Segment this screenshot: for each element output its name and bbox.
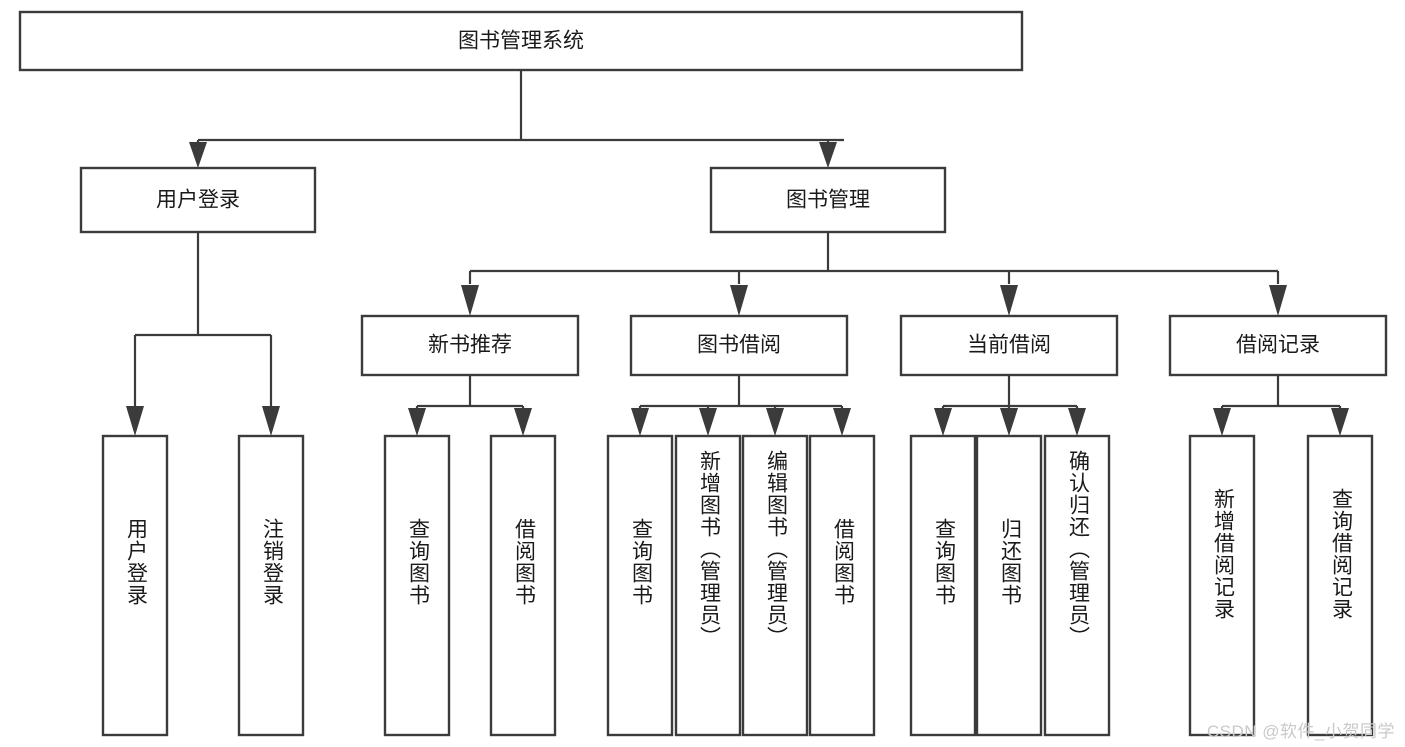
node-leaf-add-book-label: 新增图书（管理员） xyxy=(697,450,721,648)
node-leaf-query-book-3-box[interactable] xyxy=(909,434,977,737)
arrow-to-leaf-confirm-return xyxy=(1068,408,1086,436)
node-book-management-label: 图书管理 xyxy=(786,189,870,212)
arrow-to-book-borrow xyxy=(730,285,748,316)
node-leaf-query-book-1[interactable]: 查询图书 xyxy=(383,434,451,737)
node-borrow-record[interactable]: 借阅记录 xyxy=(1168,314,1388,377)
edge-layer xyxy=(126,70,1349,436)
arrow-to-leaf-query-book-1 xyxy=(408,408,426,436)
arrow-to-new-book-rec xyxy=(461,285,479,316)
node-leaf-query-record-label: 查询借阅记录 xyxy=(1329,488,1353,620)
node-new-book-recommend-label: 新书推荐 xyxy=(428,334,512,357)
arrow-to-leaf-borrow-book-2 xyxy=(833,408,851,436)
node-leaf-add-record[interactable]: 新增借阅记录 xyxy=(1188,434,1256,737)
node-leaf-edit-book[interactable]: 编辑图书（管理员） xyxy=(741,434,809,737)
node-leaf-borrow-book-1-label: 借阅图书 xyxy=(512,518,536,606)
node-leaf-return-book-box[interactable] xyxy=(975,434,1043,737)
node-current-borrow-box[interactable] xyxy=(899,314,1119,377)
node-borrow-record-label: 借阅记录 xyxy=(1236,334,1320,357)
node-leaf-edit-book-label: 编辑图书（管理员） xyxy=(764,450,788,648)
arrow-to-leaf-query-record xyxy=(1331,408,1349,436)
arrow-to-leaf-add-book xyxy=(699,408,717,436)
node-user-login-box[interactable] xyxy=(79,166,317,234)
node-leaf-user-login-box[interactable] xyxy=(101,434,169,737)
arrow-to-leaf-add-record xyxy=(1213,408,1231,436)
node-leaf-query-book-2-box[interactable] xyxy=(606,434,674,737)
node-leaf-logout-label: 注销登录 xyxy=(260,518,284,606)
node-book-borrow-box[interactable] xyxy=(629,314,849,377)
node-leaf-confirm-return-label: 确认归还（管理员） xyxy=(1066,450,1090,648)
node-leaf-borrow-book-2-box[interactable] xyxy=(808,434,876,737)
node-leaf-add-book[interactable]: 新增图书（管理员） xyxy=(674,434,742,737)
node-book-management-box[interactable] xyxy=(709,166,947,234)
node-leaf-query-book-3-label: 查询图书 xyxy=(932,518,956,606)
node-root-label: 图书管理系统 xyxy=(458,30,584,53)
node-leaf-query-book-1-label: 查询图书 xyxy=(406,518,430,606)
node-leaf-query-record-box[interactable] xyxy=(1306,434,1374,737)
edge-bookborrow-bus xyxy=(638,375,844,414)
node-leaf-user-login-label: 用户登录 xyxy=(124,518,148,606)
node-leaf-add-record-label: 新增借阅记录 xyxy=(1211,488,1235,620)
node-book-borrow-label: 图书借阅 xyxy=(697,334,781,357)
edge-bookmgmt-bus xyxy=(468,232,1280,284)
arrow-to-leaf-logout xyxy=(262,406,280,436)
arrow-to-current-borrow xyxy=(1000,285,1018,316)
node-root-box[interactable] xyxy=(18,10,1024,72)
arrow-root-to-user-login xyxy=(189,142,207,168)
node-leaf-logout-box[interactable] xyxy=(237,434,305,737)
arrow-to-leaf-query-book-2 xyxy=(631,408,649,436)
node-leaf-logout[interactable]: 注销登录 xyxy=(237,434,305,737)
arrow-to-leaf-return-book xyxy=(1000,408,1018,436)
arrow-to-borrow-record xyxy=(1269,285,1287,316)
node-borrow-record-box[interactable] xyxy=(1168,314,1388,377)
node-current-borrow-label: 当前借阅 xyxy=(967,334,1051,357)
edge-newbook-bus xyxy=(415,375,525,414)
node-leaf-return-book-label: 归还图书 xyxy=(998,518,1022,606)
edge-borrowrecord-bus xyxy=(1220,375,1342,414)
node-leaf-return-book[interactable]: 归还图书 xyxy=(975,434,1043,737)
arrow-to-leaf-query-book-3 xyxy=(934,408,952,436)
node-current-borrow[interactable]: 当前借阅 xyxy=(899,314,1119,377)
node-layer: 图书管理系统 用户登录 图书管理 新书推荐 图书借阅 xyxy=(18,10,1388,737)
edge-root-bus xyxy=(196,70,844,152)
node-leaf-borrow-book-2[interactable]: 借阅图书 xyxy=(808,434,876,737)
node-leaf-query-record[interactable]: 查询借阅记录 xyxy=(1306,434,1374,737)
node-leaf-query-book-1-box[interactable] xyxy=(383,434,451,737)
node-leaf-query-book-2[interactable]: 查询图书 xyxy=(606,434,674,737)
node-leaf-query-book-3[interactable]: 查询图书 xyxy=(909,434,977,737)
node-leaf-confirm-return[interactable]: 确认归还（管理员） xyxy=(1043,434,1111,737)
node-book-borrow[interactable]: 图书借阅 xyxy=(629,314,849,377)
arrow-to-leaf-user-login xyxy=(126,406,144,436)
arrow-to-leaf-edit-book xyxy=(766,408,784,436)
node-new-book-recommend[interactable]: 新书推荐 xyxy=(360,314,580,377)
node-leaf-borrow-book-2-label: 借阅图书 xyxy=(831,518,855,606)
node-leaf-query-book-2-label: 查询图书 xyxy=(629,518,653,606)
node-leaf-edit-book-box[interactable] xyxy=(741,434,809,737)
node-leaf-borrow-book-1[interactable]: 借阅图书 xyxy=(489,434,557,737)
node-leaf-confirm-return-box[interactable] xyxy=(1043,434,1111,737)
node-new-book-recommend-box[interactable] xyxy=(360,314,580,377)
node-leaf-add-book-box[interactable] xyxy=(674,434,742,737)
edge-userlogin-bus xyxy=(133,232,273,406)
node-leaf-user-login[interactable]: 用户登录 xyxy=(101,434,169,737)
node-user-login-label: 用户登录 xyxy=(156,189,240,212)
node-book-management[interactable]: 图书管理 xyxy=(709,166,947,234)
node-leaf-borrow-book-1-box[interactable] xyxy=(489,434,557,737)
node-root[interactable]: 图书管理系统 xyxy=(18,10,1024,72)
node-leaf-add-record-box[interactable] xyxy=(1188,434,1256,737)
node-user-login[interactable]: 用户登录 xyxy=(79,166,317,234)
arrow-root-to-book-mgmt xyxy=(819,142,837,168)
csdn-watermark: CSDN @软件_小贺同学 xyxy=(1206,722,1395,741)
arrow-to-leaf-borrow-book-1 xyxy=(514,408,532,436)
